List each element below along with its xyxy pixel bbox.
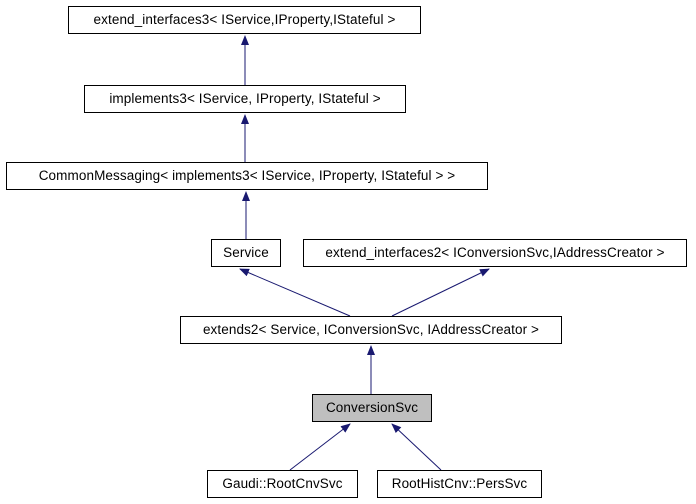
class-node-implements3[interactable]: implements3< IService, IProperty, IState… xyxy=(84,85,406,113)
class-node-commonmessaging[interactable]: CommonMessaging< implements3< IService, … xyxy=(6,162,488,190)
class-node-extends2[interactable]: extends2< Service, IConversionSvc, IAddr… xyxy=(180,316,562,344)
inheritance-arrow xyxy=(239,268,351,317)
class-node-label: implements3< IService, IProperty, IState… xyxy=(109,91,381,107)
class-node-label: Gaudi::RootCnvSvc xyxy=(222,476,343,492)
class-node-label: RootHistCnv::PersSvc xyxy=(391,476,528,492)
class-node-label: Service xyxy=(223,245,269,261)
inheritance-arrow xyxy=(391,268,490,317)
class-node-roothistcnv-perssvc[interactable]: RootHistCnv::PersSvc xyxy=(377,470,542,498)
inheritance-arrow xyxy=(391,423,442,471)
class-node-label: extend_interfaces2< IConversionSvc,IAddr… xyxy=(325,245,665,261)
class-node-label: CommonMessaging< implements3< IService, … xyxy=(38,168,456,184)
class-node-label: ConversionSvc xyxy=(325,400,419,416)
class-node-extend-interfaces2[interactable]: extend_interfaces2< IConversionSvc,IAddr… xyxy=(303,239,687,267)
class-node-service[interactable]: Service xyxy=(211,239,281,267)
class-node-conversionsvc[interactable]: ConversionSvc xyxy=(312,394,432,422)
class-node-gaudi-rootcnvsvc[interactable]: Gaudi::RootCnvSvc xyxy=(207,470,358,498)
class-node-extend-interfaces3[interactable]: extend_interfaces3< IService,IProperty,I… xyxy=(68,6,421,34)
inheritance-arrow xyxy=(289,423,351,471)
class-node-label: extend_interfaces3< IService,IProperty,I… xyxy=(93,12,396,28)
class-node-label: extends2< Service, IConversionSvc, IAddr… xyxy=(202,322,540,338)
